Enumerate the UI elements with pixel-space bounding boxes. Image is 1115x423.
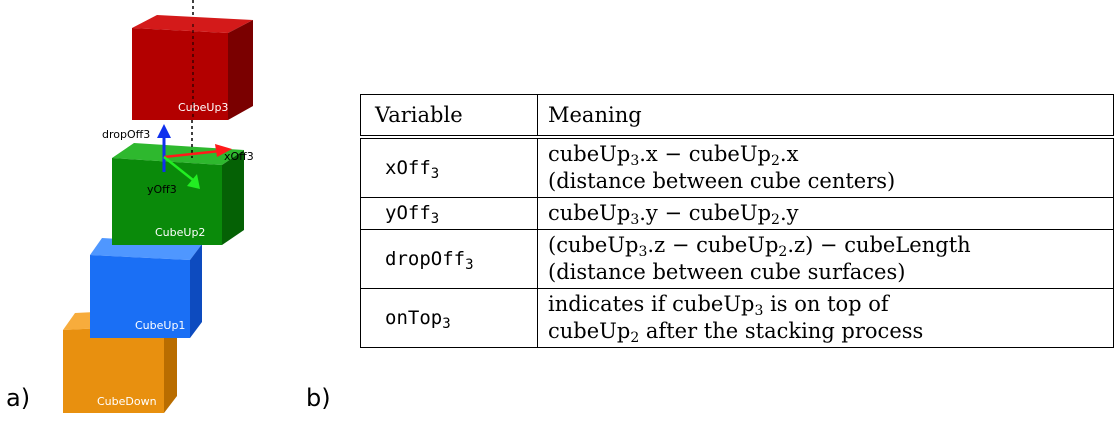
variable-cell: dropOff3 <box>360 229 538 289</box>
drop-offset-arrow-head <box>157 124 171 138</box>
cube-up1-front-face <box>90 255 190 338</box>
cube-up2-top-face <box>112 143 244 165</box>
formula-text: .x <box>779 142 799 166</box>
variable-subscript: 3 <box>442 315 451 332</box>
meaning-cell: cubeUp3.x − cubeUp2.x (distance between … <box>537 135 1114 198</box>
panel-label-b: b) <box>306 384 331 412</box>
meaning-text-part: after the stacking process <box>639 319 924 343</box>
cube-down-label: CubeDown <box>97 395 157 408</box>
y-offset-label: yOff3 <box>147 183 177 196</box>
formula-subscript: 2 <box>778 244 788 260</box>
formula-text: cubeUp <box>548 201 631 225</box>
header-meaning: Meaning <box>537 94 1114 138</box>
cube-up3: CubeUp3 <box>132 15 253 120</box>
cube-up3-label: CubeUp3 <box>178 101 228 114</box>
cube-down-front-face <box>63 325 164 413</box>
drop-offset-arrow <box>157 124 171 172</box>
cube-up1: CubeUp1 <box>90 238 202 338</box>
variable-name: xOff <box>385 156 431 179</box>
meaning-cell: indicates if cubeUp3 is on top of cubeUp… <box>537 288 1114 348</box>
cube-up2-side-face <box>222 150 244 245</box>
formula-subscript: 2 <box>771 212 780 228</box>
cube-stack-diagram: CubeDown CubeUp1 CubeUp2 CubeUp3 <box>63 0 254 413</box>
meaning-subscript: 3 <box>754 303 764 319</box>
meaning-formula: cubeUp3.y − cubeUp2.y <box>548 200 1103 227</box>
table-row-yoff: yOff3 cubeUp3.y − cubeUp2.y <box>360 197 1114 230</box>
cube-stack-figure: CubeDown CubeUp1 CubeUp2 CubeUp3 <box>0 0 330 418</box>
meaning-subscript: 2 <box>630 330 640 346</box>
cube-up3-front-face <box>132 28 228 120</box>
y-offset-arrow <box>163 156 200 189</box>
header-variable: Variable <box>360 94 538 138</box>
formula-text: cubeUp <box>548 142 631 166</box>
x-offset-arrow-head <box>215 144 232 157</box>
variable-name: yOff <box>385 202 431 224</box>
cube-up1-side-face <box>190 244 202 338</box>
meaning-note: (distance between cube surfaces) <box>548 260 906 284</box>
formula-subscript: 3 <box>630 212 640 228</box>
cube-up3-side-face <box>228 20 253 120</box>
variable-table-container: Variable Meaning xOff3 cubeUp3.x − cubeU… <box>360 94 1114 348</box>
meaning-cell: cubeUp3.y − cubeUp2.y <box>537 197 1114 230</box>
variable-subscript: 3 <box>465 256 474 273</box>
formula-subscript: 3 <box>630 153 640 169</box>
variable-subscript: 3 <box>430 211 440 227</box>
meaning-cell: (cubeUp3.z − cubeUp2.z) − cubeLength (di… <box>537 229 1114 289</box>
panel-label-a: a) <box>6 384 31 412</box>
meaning-text: cubeUp2 after the stacking process <box>548 318 1103 345</box>
drop-offset-label: dropOff3 <box>102 128 150 141</box>
cube-up2-label: CubeUp2 <box>155 226 205 239</box>
meaning-text-part: cubeUp <box>548 319 631 343</box>
table-row-ontop: onTop3 indicates if cubeUp3 is on top of… <box>360 288 1114 348</box>
formula-text: (cubeUp <box>548 233 639 257</box>
formula-text: .z) − cubeLength <box>787 233 971 257</box>
table-header-row: Variable Meaning <box>360 94 1114 138</box>
variable-name: onTop <box>385 306 443 329</box>
formula-text: .z − cubeUp <box>647 233 779 257</box>
formula-subscript: 3 <box>638 244 648 260</box>
y-offset-arrow-shaft <box>163 156 194 181</box>
meaning-text-part: is on top of <box>763 292 889 316</box>
x-offset-label: xOff3 <box>224 150 254 163</box>
variable-cell: xOff3 <box>360 135 538 198</box>
formula-subscript: 2 <box>771 153 780 169</box>
formula-text: .x − cubeUp <box>639 142 771 166</box>
cube-up1-label: CubeUp1 <box>135 319 185 332</box>
formula-text: .y <box>779 201 799 225</box>
table-row-xoff: xOff3 cubeUp3.x − cubeUp2.x (distance be… <box>360 135 1114 198</box>
meaning-text: indicates if cubeUp3 is on top of <box>548 291 1103 318</box>
meaning-formula: cubeUp3.x − cubeUp2.x <box>548 141 1103 168</box>
meaning-note: (distance between cube centers) <box>548 169 896 193</box>
formula-text: .y − cubeUp <box>639 201 772 225</box>
variable-table: Variable Meaning xOff3 cubeUp3.x − cubeU… <box>360 94 1114 348</box>
table-row-dropoff: dropOff3 (cubeUp3.z − cubeUp2.z) − cubeL… <box>360 229 1114 289</box>
y-offset-arrow-head <box>187 174 200 189</box>
x-offset-arrow-shaft <box>163 149 221 159</box>
meaning-text-part: indicates if cubeUp <box>548 292 755 316</box>
variable-cell: onTop3 <box>360 288 538 348</box>
variable-cell: yOff3 <box>360 197 538 230</box>
meaning-formula: (cubeUp3.z − cubeUp2.z) − cubeLength <box>548 232 1103 259</box>
x-offset-arrow <box>163 144 232 159</box>
variable-subscript: 3 <box>430 165 440 182</box>
variable-name: dropOff <box>385 247 466 270</box>
